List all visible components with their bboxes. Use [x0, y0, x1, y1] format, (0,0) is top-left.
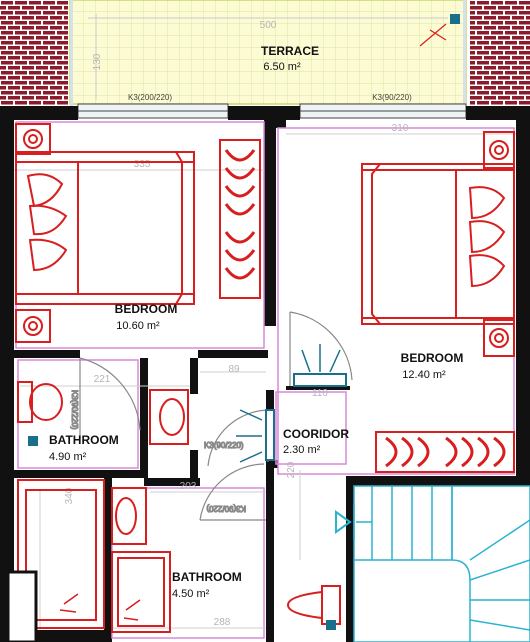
brick-wall-right [470, 0, 530, 120]
radiator-icon [219, 139, 261, 299]
bathtub-icon [17, 479, 105, 629]
dim-bath-2-bottom-width: 288 [214, 617, 231, 628]
bidet-icon [17, 381, 63, 423]
sink-icon [149, 389, 189, 445]
column-icon [6, 570, 38, 642]
bathroom-1-door: K3(90/220) [69, 357, 141, 438]
stair-direction-arrow-icon [335, 510, 352, 534]
dim-bath-1-height: 340 [64, 487, 75, 504]
dim-bedroom-2-width: 310 [392, 123, 409, 134]
terrace-door-right-code: K3(90/220) [372, 93, 412, 102]
bathroom-2-area: 4.50 m² [172, 588, 210, 600]
drain-icon [419, 14, 460, 47]
radiator-icon [375, 431, 515, 473]
bedroom-1-area: 10.60 m² [116, 320, 160, 332]
bedroom-2-door [289, 311, 353, 386]
corridor-door: K3(90/220) [203, 409, 275, 467]
nightstand-icon [15, 123, 51, 343]
dimension-lines [14, 133, 516, 630]
dim-bath-2-width: 203 [180, 481, 197, 492]
bathroom-2-label: BATHROOM [172, 570, 242, 584]
dim-terrace-height: 130 [92, 53, 103, 70]
bathroom-1-area: 4.90 m² [49, 451, 87, 463]
sink-icon [111, 487, 147, 545]
staircase [353, 485, 530, 642]
walls [0, 106, 530, 642]
dim-corridor-width: 89 [228, 364, 240, 375]
dim-corridor-height: 220 [286, 461, 297, 478]
bathroom-2-door: K3(90/220) [199, 463, 266, 521]
bathroom-1-label: BATHROOM [49, 433, 119, 447]
dim-bedroom-1-width: 335 [134, 159, 151, 170]
bath-2-door-code: K3(90/220) [206, 504, 246, 513]
toilet-icon [286, 585, 341, 630]
terrace-label: TERRACE [261, 44, 319, 58]
dim-bath-1-width: 221 [94, 374, 111, 385]
vent-icon [293, 344, 347, 387]
shower-icon [111, 551, 171, 633]
bath-1-door-code: K3(90/220) [70, 390, 79, 430]
dim-vent-width: 110 [312, 388, 328, 399]
terrace-area: 6.50 m² [263, 61, 301, 73]
terrace-door-left-code: K3(200/220) [128, 93, 172, 102]
terrace: 500 130 TERRACE 6.50 m² [69, 0, 467, 108]
corridor-door-code: K3(90/220) [204, 441, 244, 450]
corridor-label: COORIDOR [283, 427, 349, 441]
dim-terrace-width: 500 [260, 20, 277, 31]
drain-icon [28, 436, 38, 446]
bed-icon [361, 163, 515, 325]
nightstand-icon [483, 131, 515, 357]
bedroom-1-label: BEDROOM [115, 302, 178, 316]
bed-icon [15, 151, 195, 305]
corridor-area: 2.30 m² [283, 444, 321, 456]
brick-wall-left [0, 0, 68, 108]
bedroom-2-label: BEDROOM [401, 351, 464, 365]
bedroom-2-area: 12.40 m² [402, 369, 446, 381]
